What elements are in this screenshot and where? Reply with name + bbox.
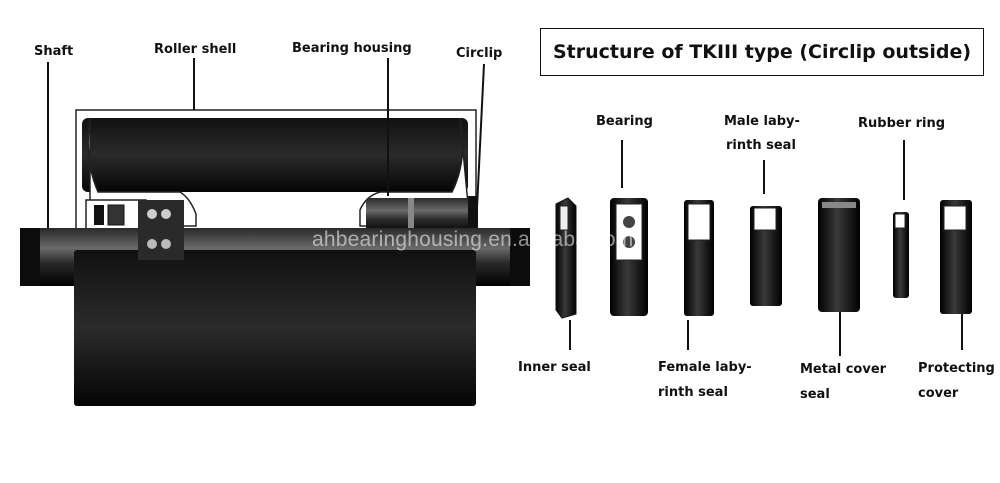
bearing-part xyxy=(610,198,648,316)
label-protecting-line1: Protecting xyxy=(918,361,995,376)
label-inner-seal: Inner seal xyxy=(518,360,591,375)
label-female-seal-line1: Female laby- xyxy=(658,360,752,375)
female-seal-part xyxy=(684,200,714,316)
label-metal-cover-line2: seal xyxy=(800,387,830,402)
left-bearing-assembly xyxy=(85,199,184,232)
label-male-seal-line2: rinth seal xyxy=(726,138,796,153)
metal-cover-part xyxy=(818,198,860,312)
label-bearing: Bearing xyxy=(596,114,653,129)
label-male-seal-line1: Male laby- xyxy=(724,114,800,129)
roller-body xyxy=(74,228,476,406)
label-protecting-line2: cover xyxy=(918,386,959,401)
diagram-title: Structure of TKIII type (Circlip outside… xyxy=(540,28,984,76)
label-circlip: Circlip xyxy=(456,46,503,61)
label-female-seal-line2: rinth seal xyxy=(658,385,728,400)
label-bearing-housing: Bearing housing xyxy=(292,41,412,56)
leader-lines xyxy=(47,58,963,356)
rubber-ring-part xyxy=(893,212,909,298)
inner-seal-part xyxy=(555,197,577,319)
watermark: ahbearinghousing.en.alibaba.com xyxy=(312,228,634,251)
protecting-cover-part xyxy=(940,200,972,314)
label-metal-cover-line1: Metal cover xyxy=(800,362,887,377)
label-shaft: Shaft xyxy=(34,44,74,59)
male-seal-part xyxy=(750,206,782,306)
right-bearing-assembly xyxy=(366,196,478,236)
label-roller-shell: Roller shell xyxy=(154,42,237,57)
label-rubber-ring: Rubber ring xyxy=(858,116,946,131)
